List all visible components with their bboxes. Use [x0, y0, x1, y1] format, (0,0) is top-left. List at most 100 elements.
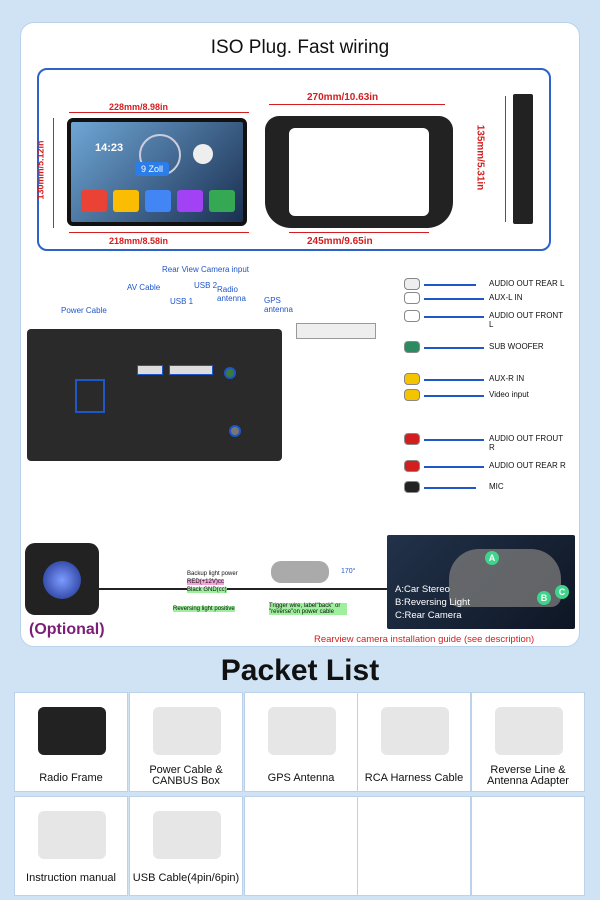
dimensions-box: 228mm/8.98in 130mm/5.12in 218mm/8.58in 1…	[35, 68, 551, 251]
rca-label: AUDIO OUT FRONT L	[489, 311, 563, 329]
packet-cell: RCA Harness Cable	[357, 692, 471, 792]
gps-port	[229, 425, 241, 437]
packet-cell: Instruction manual	[14, 796, 128, 896]
guide-marker-a: A	[485, 551, 499, 565]
av-port	[137, 365, 163, 375]
frame-opening	[289, 128, 429, 216]
radio-antenna-port	[224, 367, 236, 379]
frame-top-label: 270mm/10.63in	[307, 92, 379, 103]
rca-plug-icon	[404, 433, 420, 445]
rca-plug-icon	[404, 341, 420, 353]
screen-badge: 9 Zoll	[135, 162, 170, 176]
frame-side-line	[505, 96, 506, 222]
radio-height-line	[53, 118, 54, 228]
radio-screen: 14:23 9 Zoll	[67, 118, 247, 226]
radio-frame-image	[265, 116, 453, 228]
red-wire-label: RED(+12V)cc	[187, 579, 224, 585]
rca-plug-icon	[404, 292, 420, 304]
rca-arrow	[424, 316, 484, 318]
black-wire-label: Black GND(cc)	[187, 587, 227, 593]
usb-ports	[169, 365, 213, 375]
rca-arrow	[424, 379, 484, 381]
rca-arrow	[424, 487, 476, 489]
frame-side-label: 135mm/5.31in	[474, 124, 486, 191]
camera-cable	[99, 588, 389, 590]
guide-legend-item: A:Car Stereo	[395, 584, 450, 595]
rca-arrow	[424, 466, 484, 468]
packet-item-label: USB Cable(4pin/6pin)	[132, 872, 240, 884]
application-app-icon	[145, 190, 171, 212]
gps-antenna-label: GPS antenna	[264, 296, 293, 314]
packet-item-image	[495, 707, 563, 755]
rca-label: AUX-L IN	[489, 293, 523, 302]
rca-label: MIC	[489, 482, 504, 491]
video-app-icon	[81, 190, 107, 212]
rca-label: Video input	[489, 390, 529, 399]
rear-camera-input-label: Rear View Camera input	[162, 265, 250, 274]
packet-item-image	[268, 707, 336, 755]
usb2-label: USB 2	[194, 281, 218, 290]
packet-item-image	[381, 707, 449, 755]
music-app-icon	[113, 190, 139, 212]
rca-label: AUX-R IN	[489, 374, 525, 383]
rca-arrow	[424, 284, 476, 286]
rca-plug-icon	[404, 389, 420, 401]
radio-height-label: 130mm/5.12in	[35, 140, 46, 200]
back-panel	[27, 329, 282, 461]
rca-plug-icon	[404, 278, 420, 290]
packet-cell: USB Cable(4pin/6pin)	[129, 796, 243, 896]
rca-plug-icon	[404, 460, 420, 472]
packet-item-label: Instruction manual	[26, 872, 116, 884]
packet-cell: Power Cable & CANBUS Box	[129, 692, 243, 792]
packet-item-image	[38, 811, 106, 859]
backup-power-label: Backup light power	[187, 571, 238, 577]
car-icon	[271, 561, 329, 583]
bluetooth-app-icon	[209, 190, 235, 212]
screen-time: 14:23	[95, 142, 124, 154]
packet-item-label: Radio Frame	[39, 772, 103, 784]
power-port	[75, 379, 105, 413]
camera-lens-icon	[43, 561, 81, 599]
guide-marker-b: B	[537, 591, 551, 605]
rca-plug-icon	[404, 310, 420, 322]
packet-cell: GPS Antenna	[244, 692, 358, 792]
radio-antenna-label: Radio antenna	[217, 285, 246, 303]
packet-item-image	[153, 811, 221, 859]
rear-camera-image	[25, 543, 99, 615]
frame-side-view	[513, 94, 533, 224]
reversing-positive-label: Reversing light positive	[173, 606, 235, 612]
packet-item-label: Reverse Line & Antenna Adapter	[487, 764, 569, 787]
usb1-label: USB 1	[170, 297, 194, 306]
frame-top-line	[269, 104, 445, 105]
rca-plug-icon	[404, 481, 420, 493]
guide-legend-item: B:Reversing Light	[395, 597, 470, 608]
rca-arrow	[424, 298, 484, 300]
packet-cell	[471, 796, 585, 896]
packet-cell: Reverse Line & Antenna Adapter	[471, 692, 585, 792]
section-title: ISO Plug. Fast wiring	[210, 37, 390, 58]
radio-app-icon	[177, 190, 203, 212]
radio-bottom-label: 218mm/8.58in	[109, 236, 169, 246]
screen-app-row	[81, 190, 235, 212]
av-cable-label: AV Cable	[127, 283, 161, 292]
rca-arrow	[424, 347, 484, 349]
frame-bottom-label: 245mm/9.65in	[307, 236, 373, 247]
packet-cell	[357, 796, 471, 896]
packet-cell: Radio Frame	[14, 692, 128, 792]
rca-arrow	[424, 439, 484, 441]
packet-item-label: GPS Antenna	[267, 772, 335, 784]
packet-item-image	[38, 707, 106, 755]
guide-caption: Rearview camera installation guide (see …	[314, 634, 535, 645]
frame-bottom-line	[289, 232, 429, 233]
radio-width-line	[69, 112, 249, 113]
optional-label: (Optional)	[29, 621, 105, 638]
packet-title: Packet List	[220, 654, 380, 687]
rca-arrow	[424, 395, 484, 397]
packet-item-image	[153, 707, 221, 755]
angle-label: 170°	[341, 568, 356, 575]
guide-legend-item: C:Rear Camera	[395, 610, 462, 621]
play-icon	[193, 144, 213, 164]
rca-label: SUB WOOFER	[489, 342, 544, 351]
